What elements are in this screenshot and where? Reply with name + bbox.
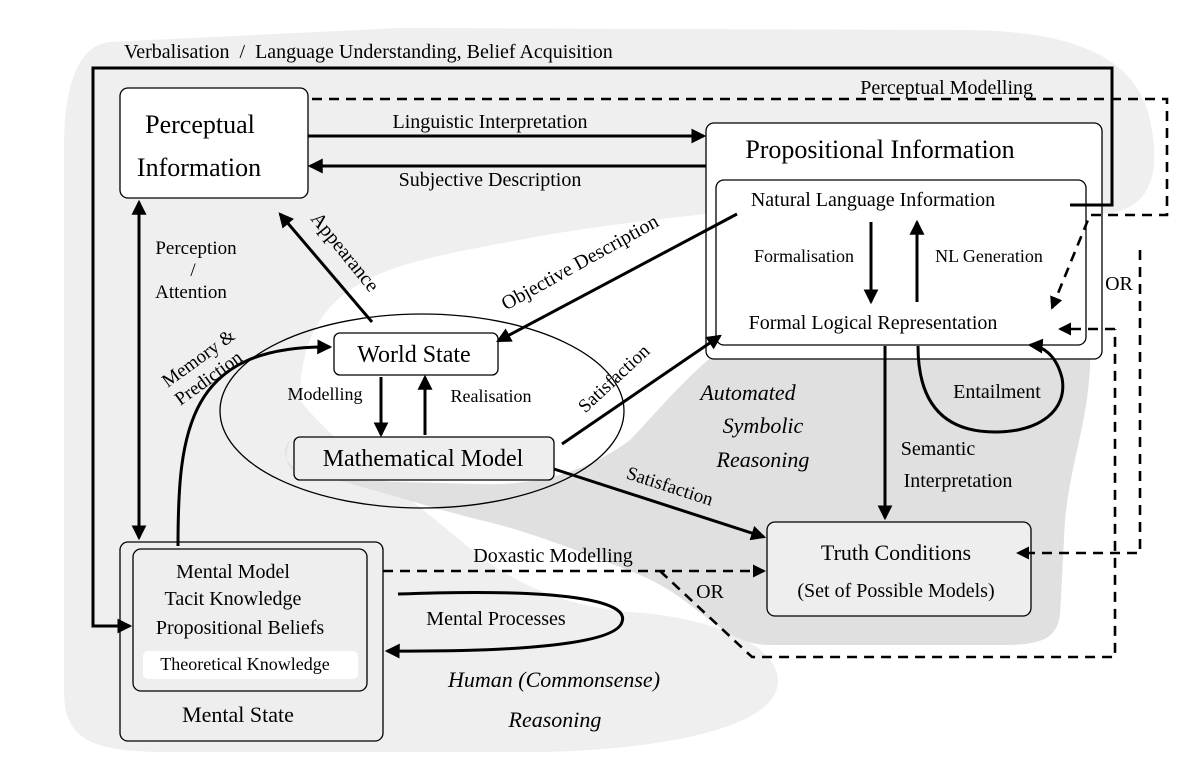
- objective-description-arrow: [496, 212, 738, 343]
- satisfaction-lower-arrow: [553, 467, 767, 541]
- realisation-label: Realisation: [451, 386, 532, 406]
- automated-label-1: Automated: [698, 380, 796, 405]
- theoretical-knowledge-box: [143, 651, 358, 679]
- satisfaction-upper-label: Satisfaction: [574, 340, 654, 417]
- modelling-label: Modelling: [288, 384, 363, 404]
- propositional-information-label: Propositional Information: [745, 135, 1014, 164]
- entailment-loop: [916, 338, 1065, 434]
- automated-label-3: Reasoning: [716, 447, 810, 472]
- mental-state-label: Mental State: [182, 702, 294, 727]
- perceptual-information-box: [119, 87, 309, 199]
- mental-model-label: Mental Model: [176, 561, 290, 583]
- mathematical-model-label: Mathematical Model: [323, 446, 524, 472]
- world-state-box: [333, 332, 499, 376]
- mental-processes-loop: [384, 590, 625, 659]
- truth-conditions-label-1: Truth Conditions: [821, 540, 971, 565]
- semantic-label: Semantic: [901, 438, 976, 460]
- tacit-knowledge-label: Tacit Knowledge: [165, 588, 302, 610]
- linguistic-interpretation-label: Linguistic Interpretation: [393, 111, 588, 133]
- propositional-information-box: [705, 122, 1103, 360]
- perceptual-information-label-1: Perceptual: [145, 110, 255, 139]
- interpretation-label: Interpretation: [904, 470, 1013, 492]
- verbalisation-label: Verbalisation / Language Understanding, …: [124, 41, 613, 63]
- natural-language-information-label: Natural Language Information: [751, 189, 995, 211]
- entailment-label: Entailment: [953, 381, 1041, 403]
- truth-conditions-box: [766, 521, 1032, 617]
- mental-processes-label: Mental Processes: [426, 608, 566, 630]
- world-model-ellipse: [219, 313, 625, 509]
- natural-language-inner-box: [715, 179, 1087, 346]
- mental-state-inner-box: [132, 548, 368, 692]
- satisfaction-upper-arrow: [561, 334, 722, 446]
- automated-label-2: Symbolic: [723, 413, 804, 438]
- propositional-beliefs-label: Propositional Beliefs: [156, 617, 325, 639]
- appearance-arrow: [278, 212, 374, 323]
- world-state-label: World State: [357, 342, 470, 368]
- attention-label: Attention: [155, 282, 227, 303]
- verbalisation-loop: [91, 66, 1114, 634]
- human-reasoning-label-1: Human (Commonsense): [447, 667, 660, 692]
- doxastic-modelling-label: Doxastic Modelling: [473, 545, 632, 567]
- truth-conditions-label-2: (Set of Possible Models): [797, 580, 994, 602]
- or-right-label: OR: [1105, 273, 1133, 295]
- formalisation-label: Formalisation: [754, 246, 854, 266]
- mathematical-model-box: [293, 436, 555, 481]
- perceptual-information-label-2: Information: [137, 153, 261, 182]
- human-reasoning-label-2: Reasoning: [508, 707, 602, 732]
- perception-label: Perception: [155, 238, 237, 259]
- perceptual-modelling-label: Perceptual Modelling: [860, 77, 1033, 99]
- memory-prediction-arrow: [176, 339, 333, 547]
- formal-logical-representation-label: Formal Logical Representation: [749, 312, 998, 334]
- subjective-description-label: Subjective Description: [399, 169, 582, 191]
- perception-slash-label: /: [190, 260, 196, 281]
- or-bottom-label: OR: [696, 581, 724, 603]
- theoretical-knowledge-label: Theoretical Knowledge: [160, 654, 329, 674]
- nl-generation-label: NL Generation: [935, 246, 1043, 266]
- perceptual-modelling-dashed: [312, 97, 1169, 310]
- or-bottom-dashed: [659, 329, 1117, 659]
